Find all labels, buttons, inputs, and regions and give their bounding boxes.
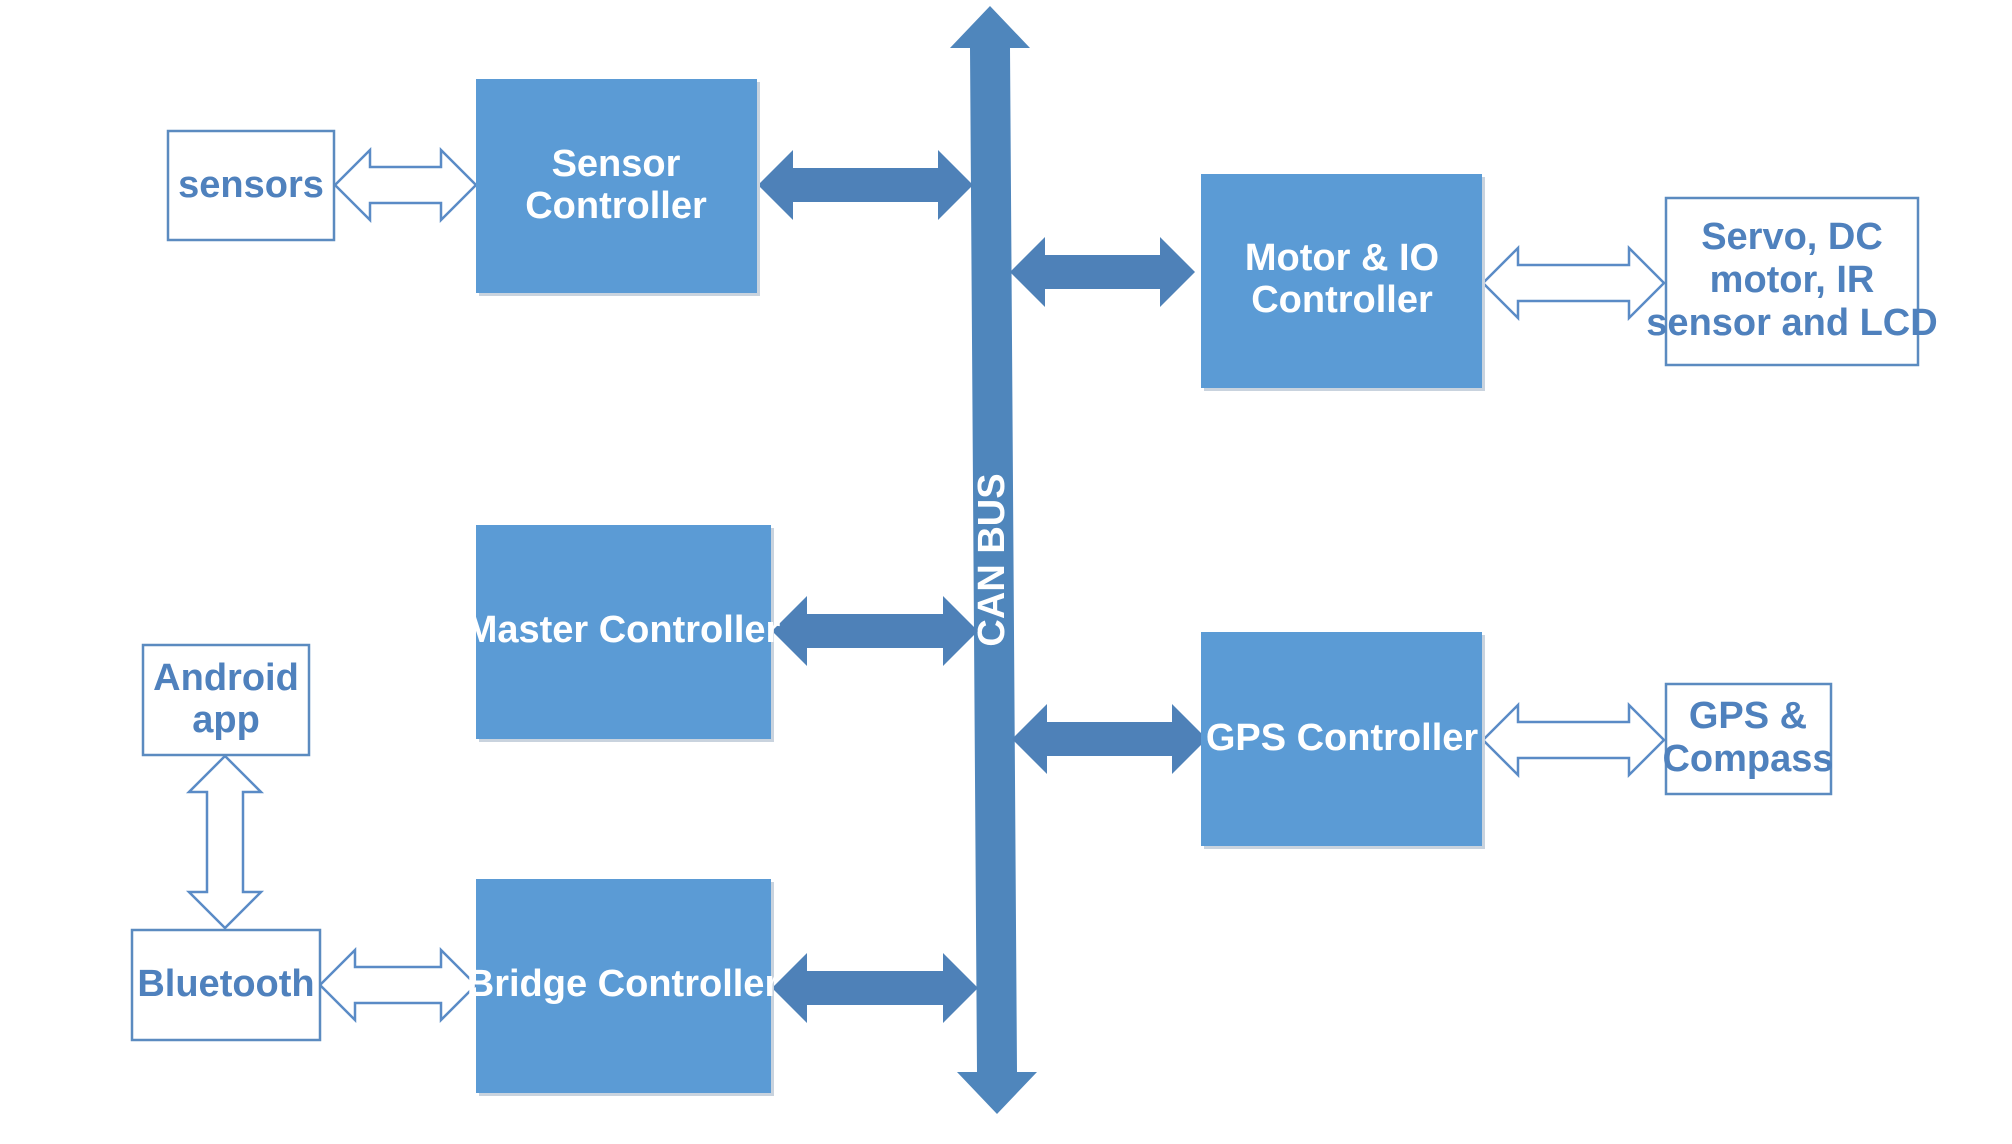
bus-arrow-motor xyxy=(1010,237,1195,307)
sensor-controller: Sensor Controller xyxy=(476,79,760,296)
bus-arrow-master xyxy=(772,596,978,666)
motor-io-controller-label-1: Motor & IO xyxy=(1245,237,1439,279)
motor-io-controller: Motor & IO Controller xyxy=(1201,174,1485,391)
android-app-label-1: Android xyxy=(153,657,299,699)
can-bus-label: CAN BUS xyxy=(971,473,1013,646)
sensor-controller-label-2: Controller xyxy=(525,185,707,227)
link-arrow-sensors xyxy=(333,146,478,224)
gps-controller: GPS Controller xyxy=(1201,632,1485,849)
servo-label-1: Servo, DC xyxy=(1701,216,1883,258)
motor-io-controller-label-2: Controller xyxy=(1251,279,1433,321)
sensors-box: sensors xyxy=(166,129,336,242)
sensors-label: sensors xyxy=(178,164,324,206)
gps-compass-box: GPS & Compass xyxy=(1662,682,1834,796)
sensor-controller-label-1: Sensor xyxy=(552,143,681,185)
bus-arrow-sensor xyxy=(758,150,973,220)
android-app-label-2: app xyxy=(192,699,260,741)
link-arrow-gps-compass xyxy=(1481,701,1666,779)
bridge-controller: Bridge Controller xyxy=(467,879,780,1096)
master-controller: Master Controller xyxy=(466,525,781,742)
link-arrow-servo xyxy=(1481,244,1666,322)
servo-label-3: sensor and LCD xyxy=(1646,302,1937,344)
can-bus xyxy=(950,6,1037,1114)
gps-compass-label-2: Compass xyxy=(1662,738,1833,780)
gps-compass-label-1: GPS & xyxy=(1689,695,1807,737)
master-controller-label: Master Controller xyxy=(466,609,781,651)
servo-label-2: motor, IR xyxy=(1710,259,1875,301)
servo-dc-motor-box: Servo, DC motor, IR sensor and LCD xyxy=(1646,196,1938,367)
bluetooth-box: Bluetooth xyxy=(130,928,322,1042)
bus-arrow-bridge xyxy=(772,953,978,1023)
gps-controller-label: GPS Controller xyxy=(1206,717,1479,759)
bluetooth-label: Bluetooth xyxy=(137,963,314,1005)
android-app-box: Android app xyxy=(141,643,311,757)
link-arrow-android xyxy=(185,754,265,930)
bus-arrow-gps xyxy=(1012,704,1207,774)
bridge-controller-label: Bridge Controller xyxy=(467,963,780,1005)
link-arrow-bluetooth xyxy=(318,946,478,1024)
